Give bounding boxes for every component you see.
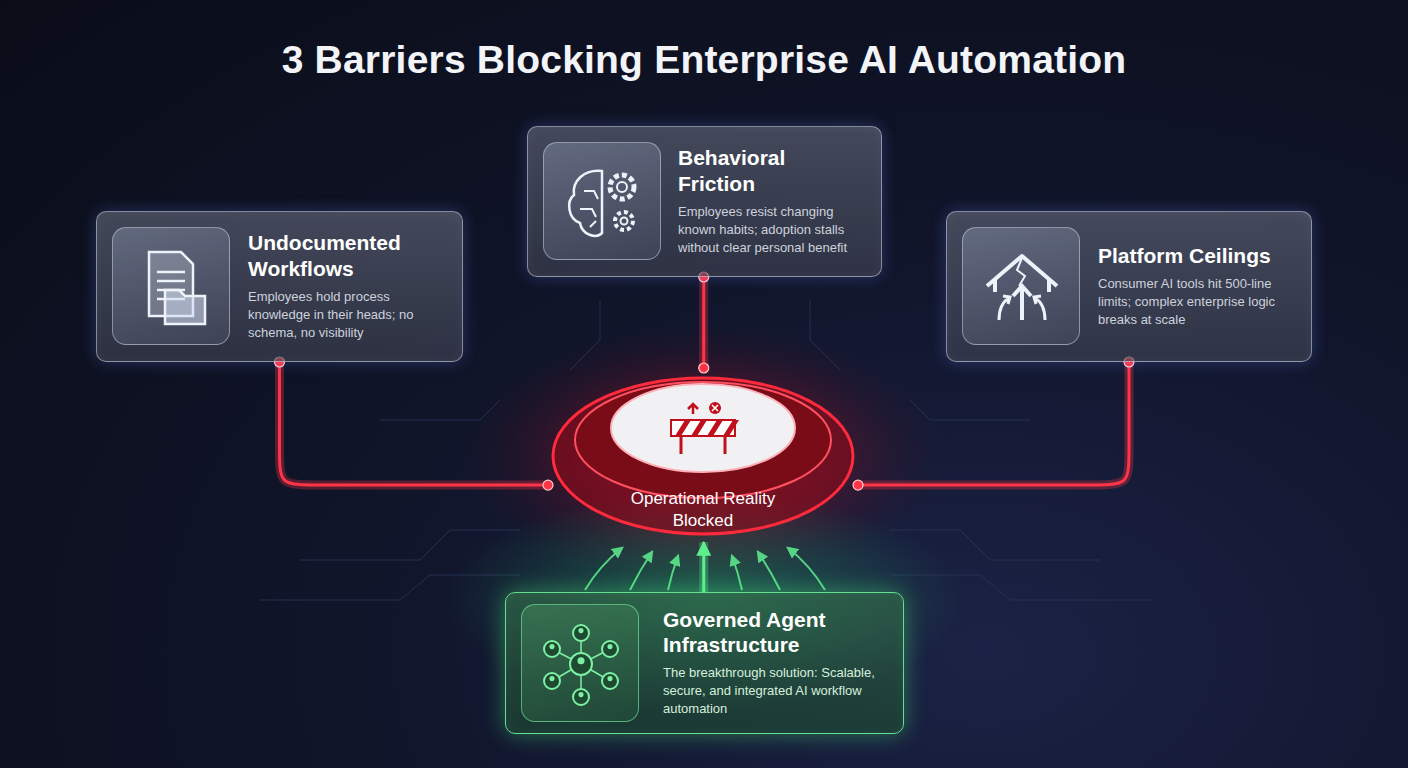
barrier-box: Behavioral FrictionEmployees resist chan…	[527, 126, 882, 277]
icon-tile	[521, 604, 639, 722]
connector-glow	[858, 362, 1129, 485]
barrier-box: Platform CeilingsConsumer AI tools hit 5…	[946, 211, 1312, 362]
box-heading: Platform Ceilings	[1098, 243, 1283, 268]
icon-tile	[112, 227, 230, 345]
barrier-icon	[671, 402, 739, 454]
icon	[963, 228, 1081, 346]
icon-tile	[543, 142, 661, 260]
connector	[702, 542, 705, 592]
blocker-hub: Operational Reality Blocked	[548, 368, 858, 542]
hub-label: Operational Reality Blocked	[603, 488, 803, 532]
box-heading: Governed Agent Infrastructure	[663, 607, 891, 657]
box-description: Consumer AI tools hit 500-line limits; c…	[1098, 275, 1283, 329]
diagram-title: 3 Barriers Blocking Enterprise AI Automa…	[0, 38, 1408, 82]
connector	[280, 362, 549, 485]
connector-glow	[280, 362, 549, 485]
box-heading: Behavioral Friction	[678, 145, 868, 195]
connector	[858, 362, 1129, 485]
icon-tile	[962, 227, 1080, 345]
connector-dot	[853, 480, 863, 490]
box-description: Employees resist changing known habits; …	[678, 203, 868, 257]
connector-glow	[699, 542, 708, 592]
arrow	[668, 556, 678, 590]
box-description: The breakthrough solution: Scalable, sec…	[663, 664, 891, 718]
arrow	[732, 556, 742, 590]
arrow	[758, 552, 780, 590]
box-heading: Undocumented Workflows	[248, 230, 448, 280]
arrow	[788, 548, 825, 590]
icon	[522, 605, 640, 723]
icon	[113, 228, 231, 346]
box-description: Employees hold process knowledge in thei…	[248, 288, 448, 342]
icon	[544, 143, 662, 261]
barrier-box: Undocumented WorkflowsEmployees hold pro…	[96, 211, 463, 362]
connector-dot	[699, 363, 709, 373]
arrow	[585, 548, 622, 590]
connector	[702, 277, 705, 368]
solution-box: Governed Agent InfrastructureThe breakth…	[505, 592, 904, 734]
connector-dot	[543, 480, 553, 490]
arrow	[630, 552, 652, 590]
connector-glow	[699, 277, 708, 368]
